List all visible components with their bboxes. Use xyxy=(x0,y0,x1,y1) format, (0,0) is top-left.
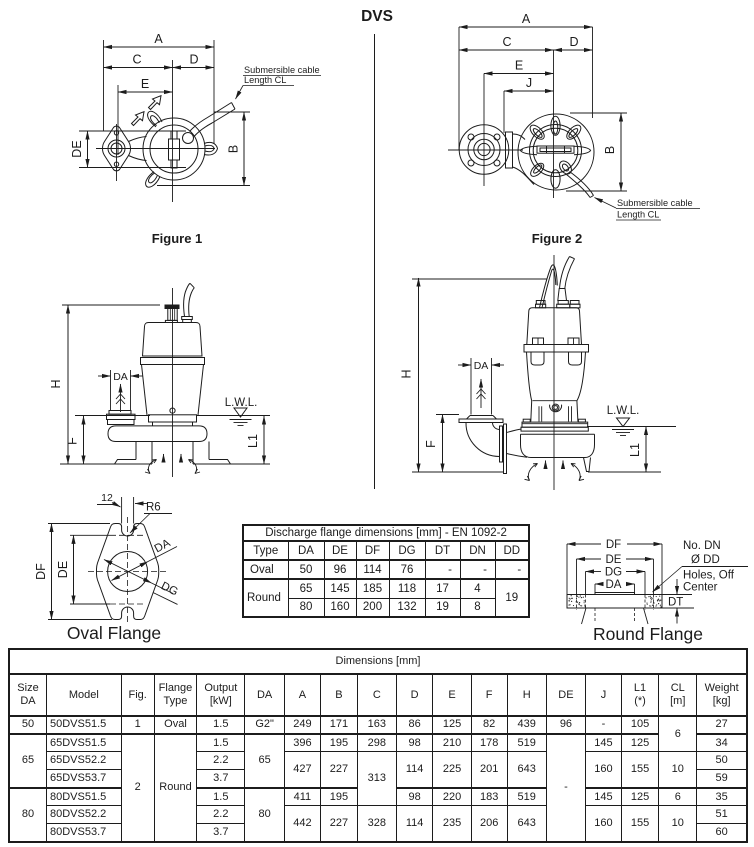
svg-text:B: B xyxy=(603,146,617,154)
svg-text:F: F xyxy=(66,437,80,445)
svg-text:L.W.L.: L.W.L. xyxy=(225,397,258,409)
svg-text:Length CL: Length CL xyxy=(244,75,286,85)
svg-text:Center: Center xyxy=(683,582,718,594)
svg-text:A: A xyxy=(522,12,531,26)
svg-text:L1: L1 xyxy=(246,434,260,448)
svg-text:E: E xyxy=(515,59,523,73)
svg-text:L1: L1 xyxy=(628,443,642,457)
svg-text:Submersible cable: Submersible cable xyxy=(244,65,320,75)
svg-text:DA: DA xyxy=(113,371,128,383)
svg-text:J: J xyxy=(526,76,532,90)
svg-text:Ø DD: Ø DD xyxy=(691,554,720,566)
svg-text:DG: DG xyxy=(159,580,180,598)
svg-text:Length CL: Length CL xyxy=(617,210,659,220)
svg-text:H: H xyxy=(49,379,63,388)
svg-text:E: E xyxy=(141,77,149,91)
svg-text:DVS: DVS xyxy=(361,8,393,25)
svg-text:DA: DA xyxy=(153,537,173,555)
svg-text:R6: R6 xyxy=(146,502,161,514)
svg-text:Figure 2: Figure 2 xyxy=(532,231,583,246)
svg-text:DT: DT xyxy=(668,597,683,609)
svg-text:DF: DF xyxy=(34,563,48,580)
svg-text:Figure 1: Figure 1 xyxy=(152,231,203,246)
svg-text:Submersible cable: Submersible cable xyxy=(617,198,693,208)
svg-text:DG: DG xyxy=(605,567,622,579)
svg-text:DE: DE xyxy=(606,554,622,566)
svg-text:C: C xyxy=(502,35,511,49)
svg-text:Round Flange: Round Flange xyxy=(593,624,703,644)
svg-text:H: H xyxy=(400,369,414,378)
svg-text:A: A xyxy=(154,32,163,46)
svg-text:L.W.L.: L.W.L. xyxy=(607,405,640,417)
svg-text:DF: DF xyxy=(606,539,621,551)
svg-text:DE: DE xyxy=(56,561,70,578)
svg-text:12: 12 xyxy=(101,492,113,504)
svg-text:F: F xyxy=(424,440,438,448)
svg-text:DE: DE xyxy=(70,140,84,157)
svg-text:Holes, Off: Holes, Off xyxy=(683,570,735,582)
svg-text:C: C xyxy=(132,53,141,67)
svg-text:Oval Flange: Oval Flange xyxy=(67,623,161,643)
svg-text:D: D xyxy=(189,53,198,67)
svg-text:DA: DA xyxy=(606,579,622,591)
svg-text:B: B xyxy=(227,145,241,153)
svg-text:DA: DA xyxy=(474,360,489,372)
svg-text:D: D xyxy=(569,35,578,49)
svg-text:No. DN: No. DN xyxy=(683,540,721,552)
